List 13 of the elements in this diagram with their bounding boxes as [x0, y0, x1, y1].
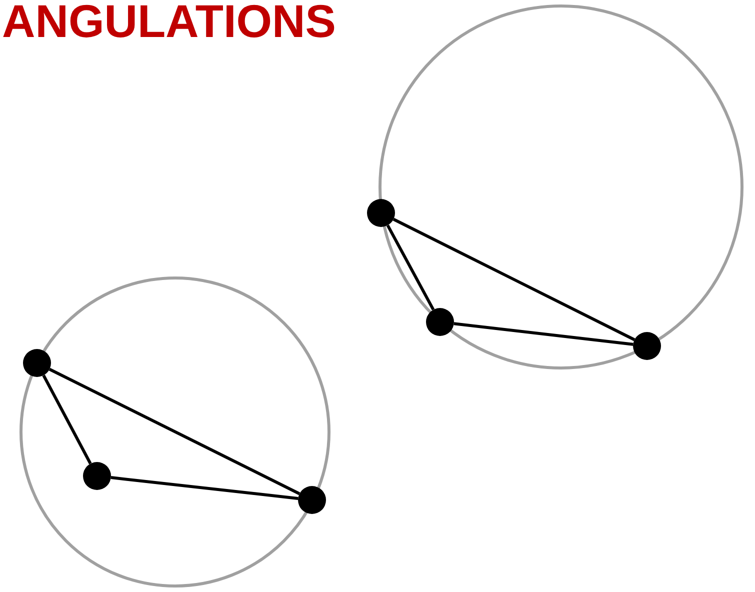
connector-line [386, 224, 435, 310]
vertex-dot [633, 332, 661, 360]
vertex-dot [298, 486, 326, 514]
connector-line [42, 374, 92, 464]
vertex-dot [23, 349, 51, 377]
vertex-dot [426, 308, 454, 336]
vertex-dot [83, 462, 111, 490]
connector-line [110, 476, 298, 500]
title: ANGULATIONS [2, 0, 336, 47]
connector-line [454, 322, 634, 346]
vertex-dot [367, 199, 395, 227]
connector-line [48, 368, 300, 496]
connector-line [392, 218, 636, 342]
